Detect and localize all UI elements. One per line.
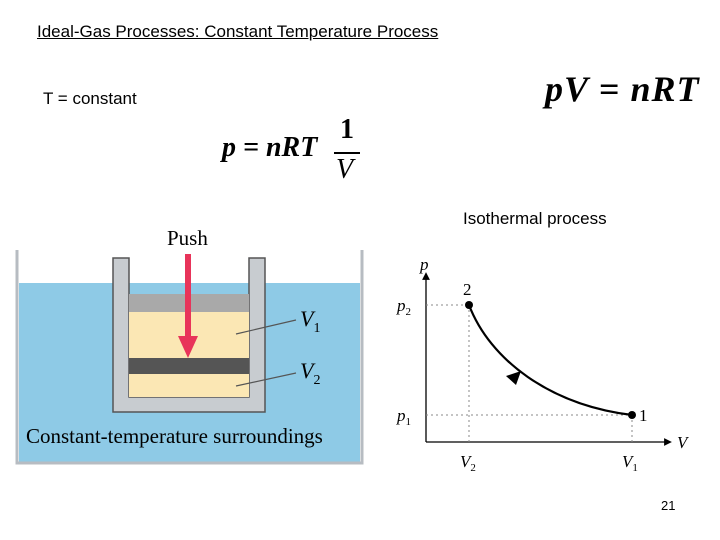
bath-outline (15, 250, 364, 465)
surroundings-label: Constant-temperature surroundings (26, 424, 323, 448)
point-1-label: 1 (639, 406, 648, 425)
v1-leader (235, 319, 297, 335)
gas-volume-v2 (129, 374, 249, 397)
ideal-gas-law: pV = nRT (545, 68, 700, 110)
formula-numerator: 1 (340, 114, 354, 145)
gas-law-p: p (545, 69, 564, 109)
point-2-label: 2 (463, 280, 472, 299)
graph-heading: Isothermal process (463, 209, 607, 228)
gas-law-equals: = (599, 69, 621, 109)
gas-law-nrt: nRT (630, 69, 700, 109)
p2-tick-label: p2 (396, 296, 411, 318)
piston-plate (129, 358, 249, 374)
pv-graph: p V p2 p1 V2 V1 2 1 (396, 255, 690, 474)
p1-tick-label: p1 (396, 406, 411, 428)
temperature-condition: T = constant (43, 89, 137, 108)
slide-title: Ideal-Gas Processes: Constant Temperatur… (37, 22, 439, 41)
p-axis-label: p (419, 255, 429, 274)
gas-law-v: V (564, 69, 590, 109)
page-number: 21 (661, 498, 676, 513)
state-point-1 (628, 411, 636, 419)
v2-leader (235, 372, 297, 387)
push-label: Push (167, 226, 208, 250)
push-arrow (178, 254, 198, 358)
fraction-bar (334, 152, 360, 154)
v2-tick-label: V2 (460, 452, 476, 474)
v2-label: V2 (300, 358, 320, 388)
state-point-2 (465, 301, 473, 309)
formula-denominator: V (336, 154, 354, 185)
v1-tick-label: V1 (622, 452, 638, 474)
isotherm-curve (467, 304, 633, 417)
direction-arrow (506, 371, 521, 385)
push-arrowhead (178, 336, 198, 358)
v1-label: V1 (300, 306, 320, 336)
v-axis-label: V (677, 433, 690, 452)
formula-lhs: p = nRT (222, 132, 318, 163)
